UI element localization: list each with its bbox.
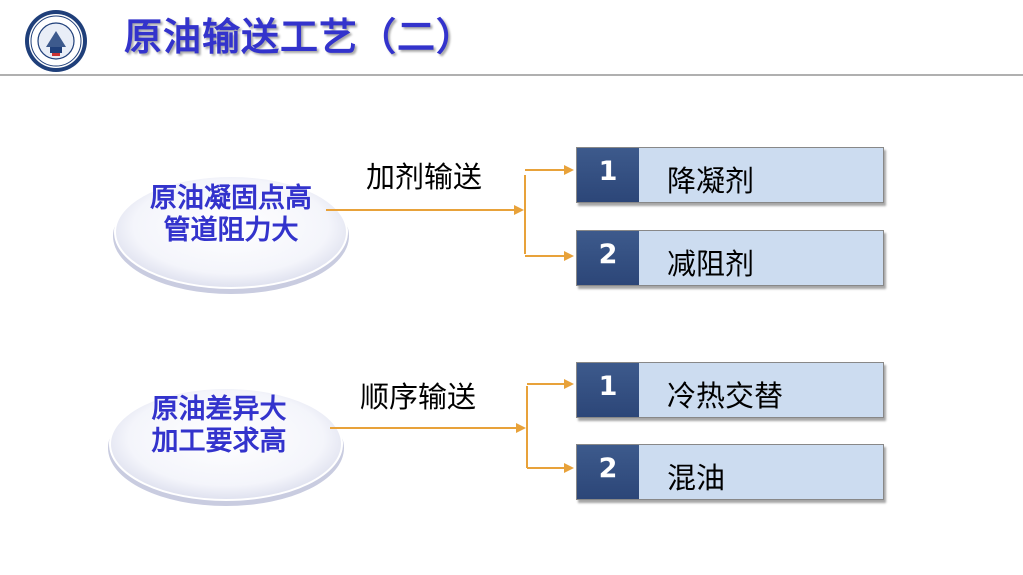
cause-text-2: 原油差异大 加工要求高 bbox=[119, 394, 319, 458]
option-box: 2 减阻剂 bbox=[576, 230, 884, 286]
cause-ellipse-1 bbox=[113, 175, 349, 294]
cause-line: 原油差异大 bbox=[151, 394, 287, 425]
connector-group-2 bbox=[330, 379, 574, 473]
option-number: 1 bbox=[577, 363, 639, 417]
option-label: 混油 bbox=[639, 445, 883, 499]
option-box: 2 混油 bbox=[576, 444, 884, 500]
option-number: 2 bbox=[577, 231, 639, 285]
cause-line: 管道阻力大 bbox=[163, 215, 299, 246]
header: 原油输送工艺（二） bbox=[0, 0, 1023, 76]
option-label: 减阻剂 bbox=[639, 231, 883, 285]
university-logo bbox=[25, 10, 87, 72]
option-box: 1 降凝剂 bbox=[576, 147, 884, 203]
method-label-1: 加剂输送 bbox=[366, 160, 483, 194]
page-title: 原油输送工艺（二） bbox=[124, 15, 476, 59]
option-number: 1 bbox=[577, 148, 639, 202]
connector-group-1 bbox=[326, 165, 574, 261]
header-divider bbox=[0, 74, 1023, 76]
option-label: 冷热交替 bbox=[639, 363, 883, 417]
option-label: 降凝剂 bbox=[639, 148, 883, 202]
cause-text-1: 原油凝固点高 管道阻力大 bbox=[131, 183, 331, 247]
option-number: 2 bbox=[577, 445, 639, 499]
method-label-2: 顺序输送 bbox=[360, 380, 477, 414]
cause-ellipse-2 bbox=[108, 387, 344, 506]
cause-line: 加工要求高 bbox=[151, 426, 287, 457]
cause-line: 原油凝固点高 bbox=[150, 183, 312, 214]
option-box: 1 冷热交替 bbox=[576, 362, 884, 418]
